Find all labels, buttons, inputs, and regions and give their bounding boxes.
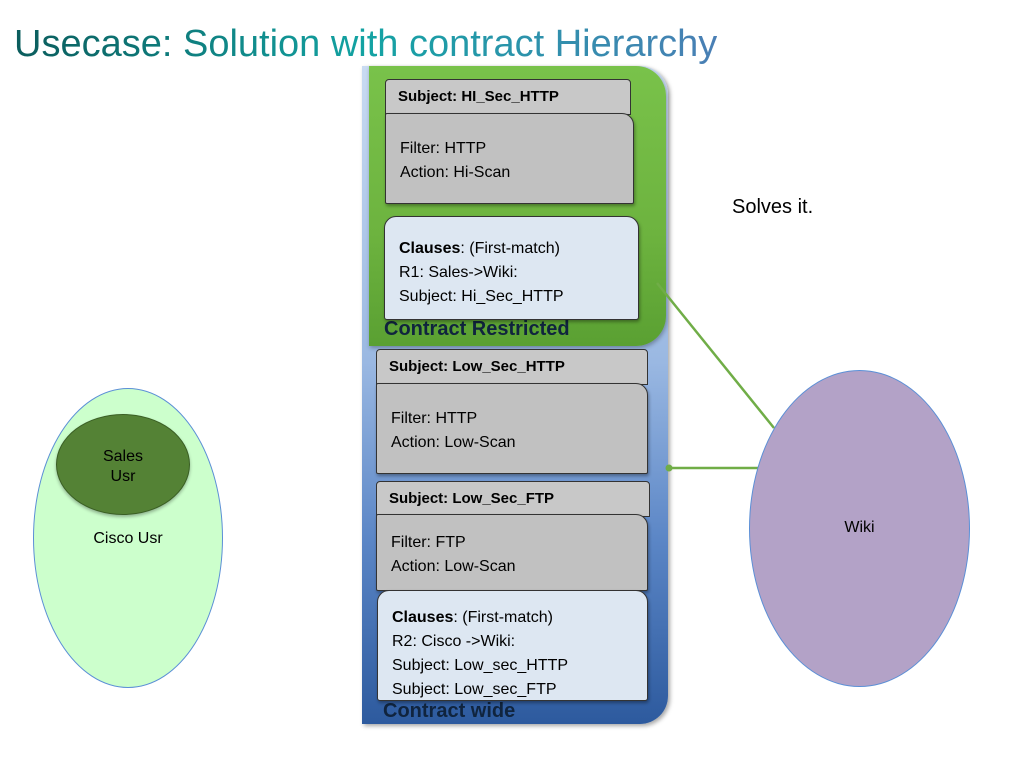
clauses-box-restricted: Clauses: (First-match) R1: Sales->Wiki: … bbox=[384, 216, 639, 320]
clause-line: Subject: Low_sec_HTTP bbox=[392, 657, 569, 674]
clauses-heading-suffix: : (First-match) bbox=[453, 609, 553, 626]
contract-wide-label: Contract wide bbox=[383, 700, 516, 722]
subject-action: Action: Hi-Scan bbox=[400, 164, 511, 181]
clauses-heading: Clauses: (First-match) bbox=[392, 606, 647, 630]
clauses-heading-suffix: : (First-match) bbox=[460, 240, 560, 257]
sales-usr-node bbox=[56, 414, 190, 515]
subject-filter: Filter: HTTP bbox=[400, 140, 487, 157]
subject-filter: Filter: HTTP bbox=[391, 410, 478, 427]
clause-line: R2: Cisco ->Wiki: bbox=[392, 633, 516, 650]
cisco-usr-label: Cisco Usr bbox=[93, 530, 163, 547]
subject-tab-hi-sec-http: Subject: HI_Sec_HTTP bbox=[385, 79, 631, 115]
clause-line: R1: Sales->Wiki: bbox=[399, 264, 518, 281]
clauses-heading-bold: Clauses bbox=[399, 240, 461, 257]
connector-restricted-to-wiki bbox=[656, 282, 775, 429]
wiki-node bbox=[749, 370, 970, 687]
sales-usr-label-line: Sales bbox=[102, 448, 144, 465]
subject-body-low-sec-http: Filter: HTTP Action: Low-Scan bbox=[376, 383, 648, 474]
subject-action: Action: Low-Scan bbox=[391, 558, 516, 575]
clauses-heading: Clauses: (First-match) bbox=[399, 237, 638, 261]
clause-line: Subject: Hi_Sec_HTTP bbox=[399, 288, 564, 305]
subject-tab-low-sec-ftp: Subject: Low_Sec_FTP bbox=[376, 481, 650, 517]
sales-usr-label-line: Usr bbox=[110, 468, 136, 485]
clauses-box-wide: Clauses: (First-match) R2: Cisco ->Wiki:… bbox=[377, 590, 648, 701]
subject-body-low-sec-ftp: Filter: FTP Action: Low-Scan bbox=[376, 514, 648, 591]
connector-endpoint-dot bbox=[665, 464, 673, 472]
contract-restricted-label: Contract Restricted bbox=[384, 318, 570, 340]
wiki-label: Wiki bbox=[844, 519, 875, 536]
sales-usr-label: Sales Usr bbox=[56, 447, 190, 487]
solves-note: Solves it. bbox=[732, 196, 814, 218]
subject-action: Action: Low-Scan bbox=[391, 434, 516, 451]
clause-line: Subject: Low_sec_FTP bbox=[392, 681, 557, 698]
subject-filter: Filter: FTP bbox=[391, 534, 466, 551]
clauses-heading-bold: Clauses bbox=[392, 609, 454, 626]
subject-body-hi-sec-http: Filter: HTTP Action: Hi-Scan bbox=[385, 113, 634, 204]
